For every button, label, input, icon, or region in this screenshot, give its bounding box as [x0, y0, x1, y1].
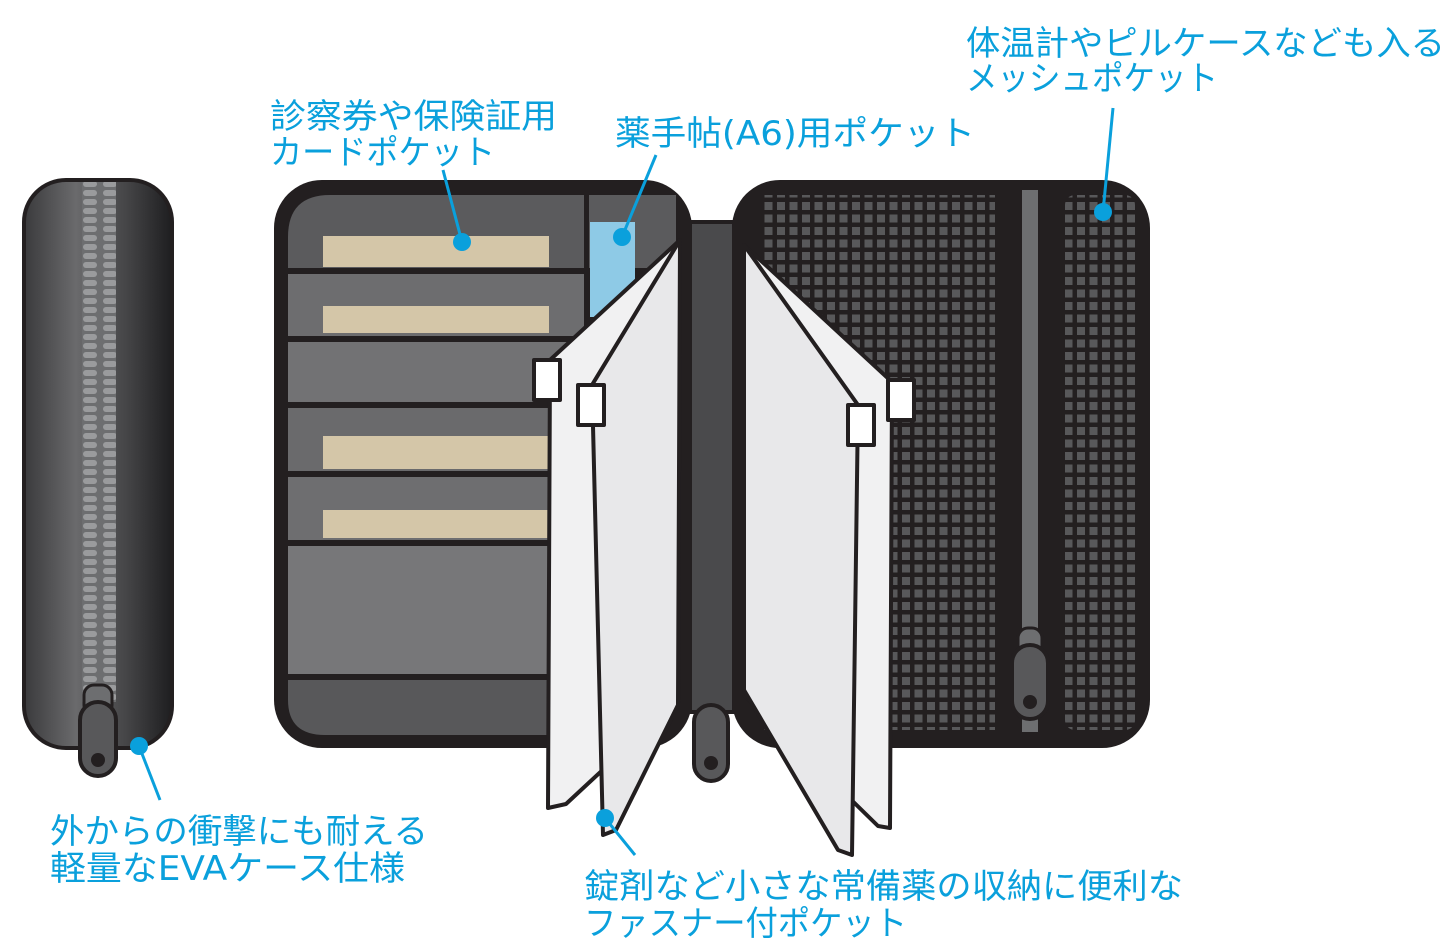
left-panel: [274, 180, 692, 748]
eva-case-label: 軽量なEVAケース仕様: [50, 849, 405, 889]
zipper-pocket-label: ファスナー付ポケット: [584, 904, 907, 944]
zipper-teeth: [82, 182, 116, 702]
zipper-pull-icon: [692, 703, 730, 783]
zipper-pages: [532, 238, 916, 857]
callout-eva-case: [130, 737, 162, 801]
closed-eva-case: [22, 178, 174, 778]
card: [323, 510, 549, 538]
zipper-tab: [532, 358, 562, 402]
zipper-track: [1022, 190, 1038, 732]
card-slot: [288, 546, 584, 674]
zipper-pull-icon: [78, 683, 118, 778]
mesh-pocket-label: 体温計やピルケースなども入る: [966, 24, 1445, 64]
mesh-pocket-label: メッシュポケット: [966, 59, 1218, 99]
mesh-pocket: [1065, 195, 1135, 730]
callout-zipper-pocket: [596, 809, 637, 856]
notebook-pocket-label: 薬手帖(A6)用ポケット: [615, 114, 975, 154]
zipper-pocket-label: 錠剤など小さな常備薬の収納に便利な: [584, 867, 1183, 907]
card: [323, 306, 549, 333]
callout-card-pocket: [441, 169, 471, 251]
callout-notebook-pocket: [613, 154, 658, 246]
spine: [688, 220, 736, 783]
zipper-tab: [846, 403, 876, 447]
zipper-tab: [886, 378, 916, 422]
zipper-tab: [576, 383, 606, 427]
card-pocket-label: 診察券や保険証用: [270, 97, 557, 137]
card: [323, 436, 549, 469]
card-pocket-label: カードポケット: [270, 133, 495, 173]
card: [323, 236, 549, 267]
eva-case-label: 外からの衝撃にも耐える: [50, 812, 428, 852]
zipper-pull-icon: [1010, 626, 1050, 721]
callout-mesh-pocket: [1094, 107, 1115, 221]
